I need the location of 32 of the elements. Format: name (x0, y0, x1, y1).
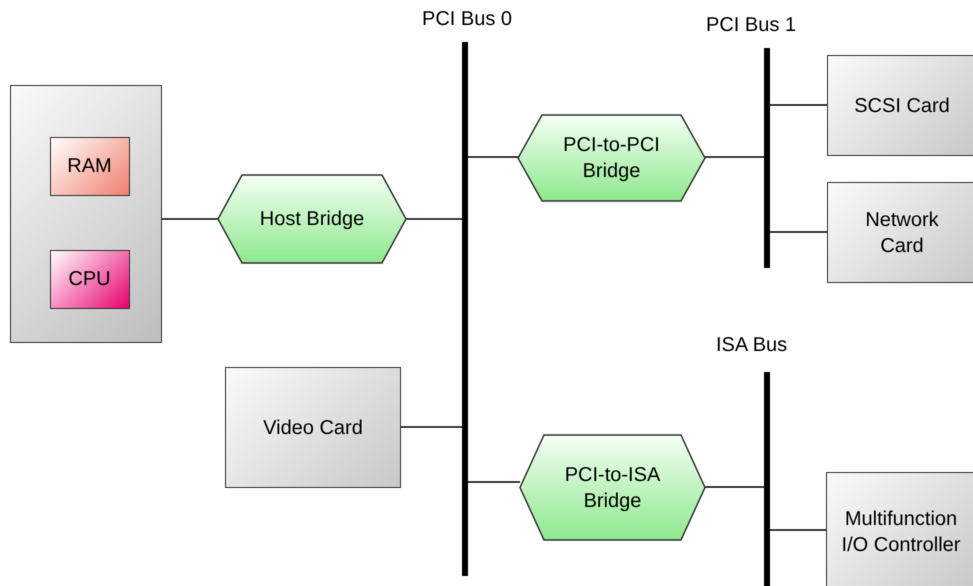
node-label: Host Bridge (258, 207, 366, 232)
bridge-hexagon (520, 435, 705, 540)
connector-line (468, 156, 518, 158)
connector-line (770, 104, 827, 106)
node-label: PCI-to-ISA Bridge (564, 462, 662, 514)
connector-line (770, 231, 827, 233)
node-label: RAM (66, 154, 113, 179)
bridge-hexagon (218, 175, 406, 263)
connector-line (770, 529, 826, 531)
bus-label: PCI Bus 0 (422, 7, 512, 32)
connector-line (162, 218, 218, 220)
node-label: Multifunction I/O Controller (840, 507, 962, 558)
node-label: CPU (67, 267, 112, 292)
card-box (225, 367, 401, 488)
node-label: SCSI Card (853, 94, 951, 118)
connector-line (468, 481, 520, 483)
memory-box (50, 136, 130, 196)
processor-box (50, 250, 130, 308)
node-label: Video Card (262, 416, 364, 440)
bridge-hexagon (518, 115, 705, 201)
bus-label: ISA Bus (716, 333, 788, 358)
card-box (827, 182, 973, 283)
card-box (827, 55, 973, 156)
node-label: PCI-to-PCI Bridge (562, 133, 661, 184)
connector-line (705, 486, 764, 488)
bus-label: PCI Bus 1 (706, 13, 796, 38)
connector-line (406, 218, 462, 220)
connector-line (705, 156, 764, 158)
computer-box (10, 85, 162, 343)
card-box (826, 472, 973, 586)
node-label: Network Card (864, 208, 940, 258)
connector-line (401, 426, 462, 428)
